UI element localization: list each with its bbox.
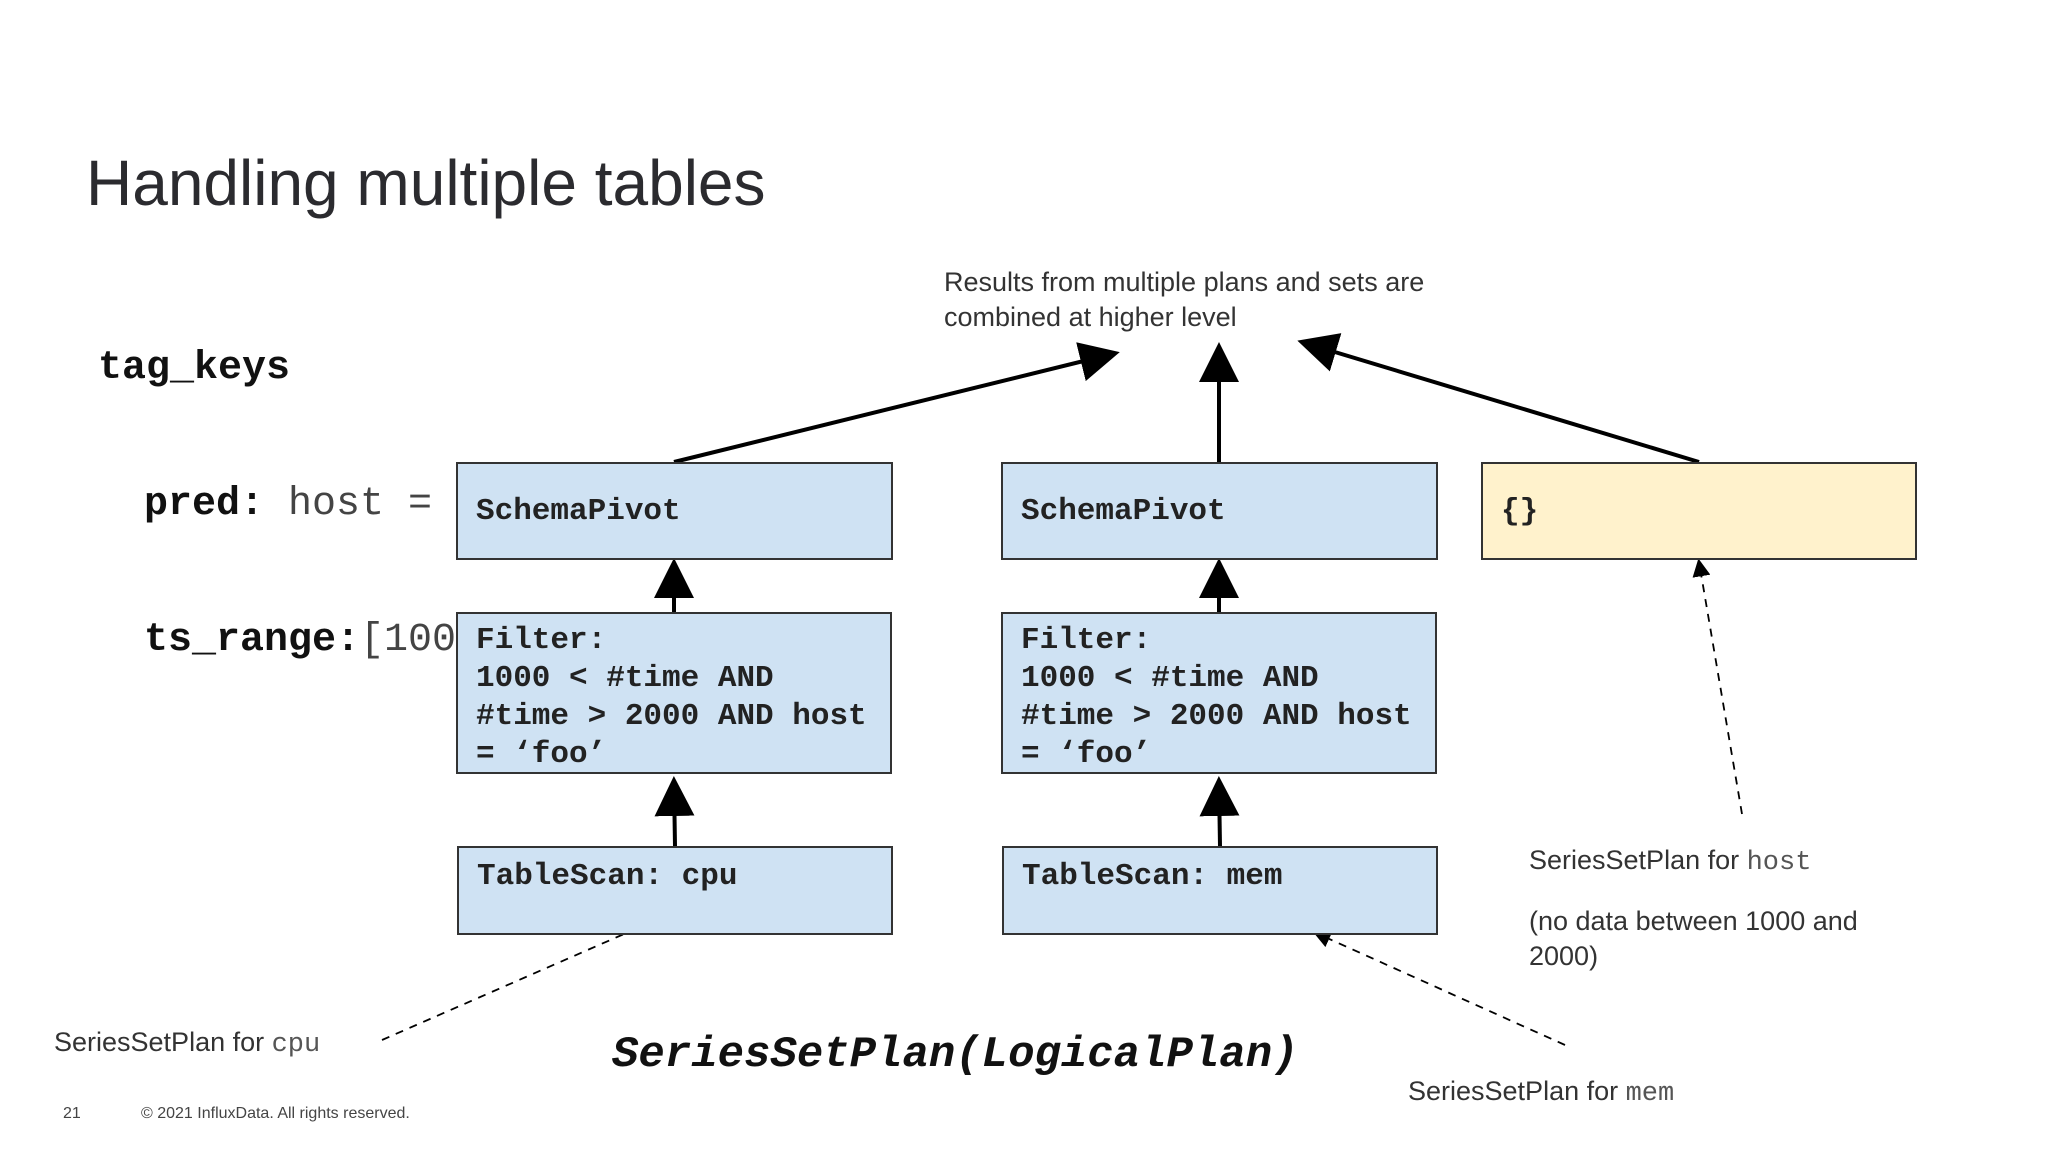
top-note-line2: combined at higher level <box>944 302 1237 332</box>
host-note-detail-line2: 2000) <box>1529 941 1599 971</box>
cpu-filter-box: Filter: 1000 < #time AND #time > 2000 AN… <box>456 612 892 774</box>
top-note: Results from multiple plans and sets are… <box>944 265 1424 335</box>
cpu-table-scan-box: TableScan: cpu <box>457 846 893 935</box>
pointer-host-note <box>1692 558 1743 815</box>
diagram-caption: SeriesSetPlan(LogicalPlan) <box>612 1030 1299 1080</box>
mem-note-prefix: SeriesSetPlan for <box>1408 1076 1626 1106</box>
mem-filter-label: Filter: 1000 < #time AND #time > 2000 AN… <box>1021 623 1412 772</box>
arrow-mem-scan-to-filter <box>1199 776 1240 847</box>
host-note: SeriesSetPlan for host (no data between … <box>1529 843 1858 974</box>
host-empty-plan-box: {} <box>1481 462 1917 560</box>
query-name: tag_keys <box>98 346 291 391</box>
cpu-table-scan-label: TableScan: cpu <box>477 859 738 894</box>
mem-note: SeriesSetPlan for mem <box>1408 1074 1674 1112</box>
host-note-detail-line1: (no data between 1000 and <box>1529 906 1858 936</box>
mem-table-scan-label: TableScan: mem <box>1022 859 1283 894</box>
arrow-cpu-to-combine <box>673 342 1120 464</box>
host-empty-plan-label: {} <box>1501 493 1539 529</box>
pointer-mem-note <box>1312 930 1566 1046</box>
cpu-note-prefix: SeriesSetPlan for <box>54 1027 272 1057</box>
slide-title: Handling multiple tables <box>86 147 766 219</box>
ts-range-label: ts_range: <box>144 618 361 663</box>
mem-note-table: mem <box>1625 1079 1675 1109</box>
arrow-host-to-combine <box>1297 333 1700 464</box>
mem-schema-pivot-label: SchemaPivot <box>1021 493 1226 529</box>
host-note-table: host <box>1746 848 1812 878</box>
arrow-cpu-scan-to-filter <box>654 776 695 847</box>
mem-schema-pivot-box: SchemaPivot <box>1001 462 1438 560</box>
mem-filter-box: Filter: 1000 < #time AND #time > 2000 AN… <box>1001 612 1437 774</box>
top-note-line1: Results from multiple plans and sets are <box>944 267 1425 297</box>
pred-label: pred: <box>144 482 265 527</box>
host-note-prefix: SeriesSetPlan for <box>1529 845 1747 875</box>
cpu-note: SeriesSetPlan for cpu <box>54 1025 320 1063</box>
copyright: © 2021 InfluxData. All rights reserved. <box>141 1105 410 1122</box>
page-number: 21 <box>63 1105 81 1122</box>
cpu-schema-pivot-label: SchemaPivot <box>476 493 681 529</box>
cpu-filter-label: Filter: 1000 < #time AND #time > 2000 AN… <box>476 623 867 772</box>
cpu-note-table: cpu <box>271 1030 321 1060</box>
cpu-schema-pivot-box: SchemaPivot <box>456 462 893 560</box>
mem-table-scan-box: TableScan: mem <box>1002 846 1438 935</box>
